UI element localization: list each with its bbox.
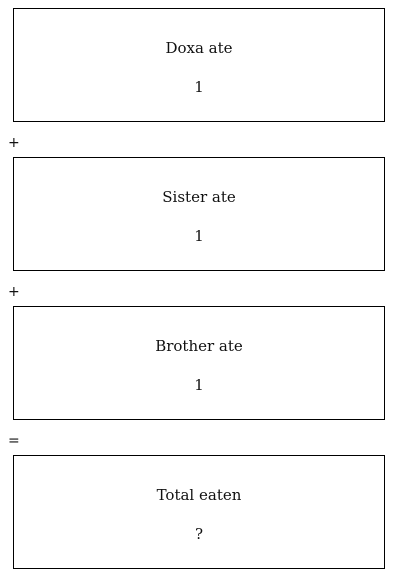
equals-operator: =: [8, 433, 20, 449]
doxa-ate-box: Doxa ate 1: [13, 8, 385, 122]
box-label: Doxa ate: [165, 39, 233, 57]
plus-operator: +: [8, 284, 20, 300]
sister-ate-box: Sister ate 1: [13, 157, 385, 271]
plus-operator: +: [8, 135, 20, 151]
brother-ate-box: Brother ate 1: [13, 306, 385, 420]
box-value: 1: [194, 78, 204, 96]
box-value: ?: [194, 525, 204, 543]
box-value: 1: [194, 376, 204, 394]
box-value: 1: [194, 227, 204, 245]
box-label: Sister ate: [162, 188, 236, 206]
box-label: Total eaten: [156, 486, 242, 504]
box-label: Brother ate: [155, 337, 243, 355]
total-eaten-box: Total eaten ?: [13, 455, 385, 569]
